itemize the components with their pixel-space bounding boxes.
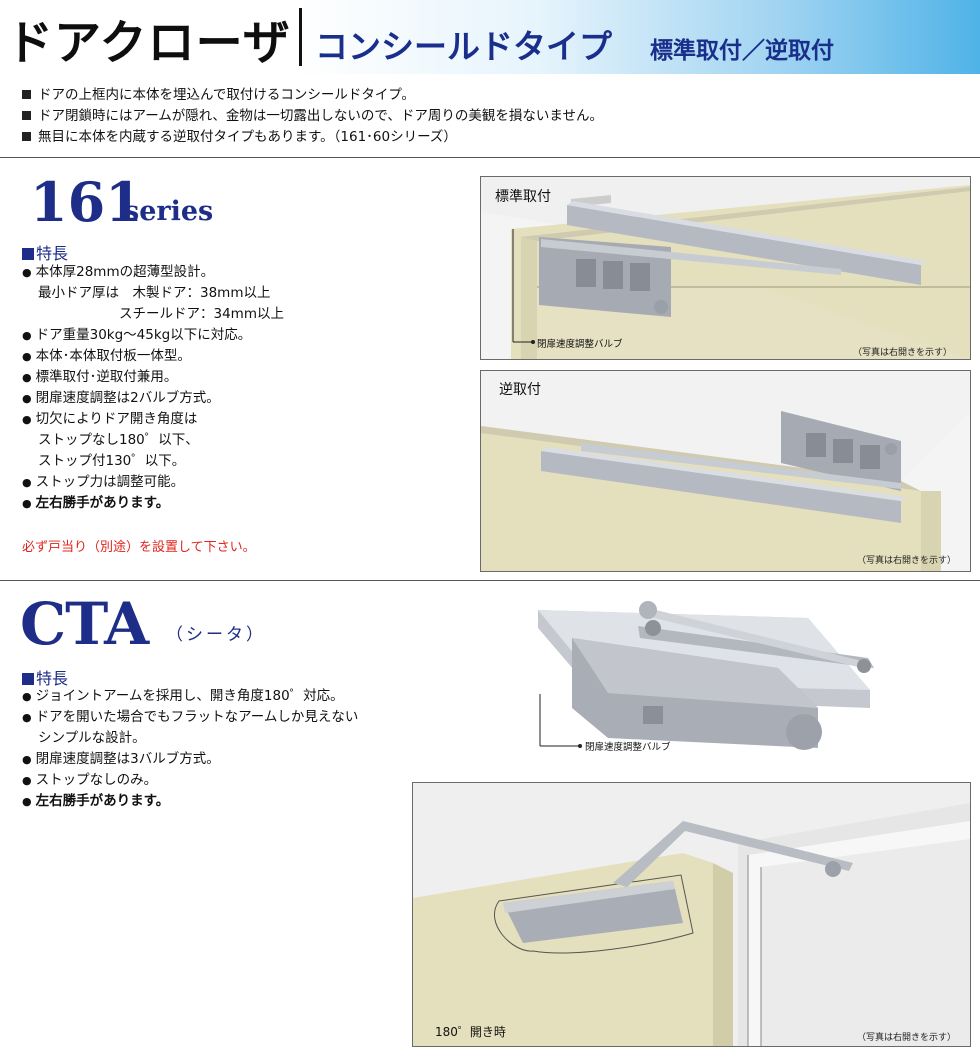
section-divider xyxy=(0,580,980,581)
doorstop-warning: 必ず戸当り（別途）を設置して下さい。 xyxy=(22,540,256,555)
cta-series-name: CTA xyxy=(20,590,149,658)
feature-item: 本体厚28mmの超薄型設計。 xyxy=(22,262,284,283)
page-header: ドアクローザ コンシールドタイプ 標準取付／逆取付 xyxy=(0,0,980,74)
square-bullet-icon xyxy=(22,111,31,120)
feature-item: 閉扉速度調整は3バルブ方式。 xyxy=(22,749,358,770)
feature-item: 本体･本体取付板一体型。 xyxy=(22,346,284,367)
intro-item: 無目に本体を内蔵する逆取付タイプもあります。（161･60シリーズ） xyxy=(22,127,603,148)
series-161-features: 本体厚28mmの超薄型設計。 最小ドア厚は 木製ドア：38mm以上 スチールドア… xyxy=(22,262,284,514)
feature-item: ドアを開いた場合でもフラットなアームしか見えない xyxy=(22,707,359,728)
feature-item: ストップなし180゜以下、 xyxy=(38,432,199,448)
series-161-features-heading: 特長 xyxy=(22,240,68,264)
page-title: ドアクローザ xyxy=(6,16,291,71)
cta-features: ジョイントアームを採用し、開き角度180゜対応。 ドアを開いた場合でもフラットな… xyxy=(22,686,359,812)
right-hand-note: （写真は右開きを示す） xyxy=(857,1033,957,1043)
standard-mount-panel: 標準取付 閉扉速度調整バルブ （写真は右開きを示す） xyxy=(480,176,971,360)
square-bullet-icon xyxy=(22,90,31,99)
cta-product-photo: 閉扉速度調整バルブ xyxy=(528,598,890,758)
square-bullet-icon xyxy=(22,132,31,141)
intro-list: ドアの上框内に本体を埋込んで取付けるコンシールドタイプ。 ドア閉鎖時にはアームが… xyxy=(22,85,603,148)
feature-item: ストップ付130゜以下。 xyxy=(38,453,186,469)
feature-item: 左右勝手があります。 xyxy=(22,791,358,812)
feature-item: 標準取付･逆取付兼用。 xyxy=(22,367,284,388)
reverse-mount-illustration xyxy=(481,371,970,571)
open-180-label: 180゜開き時 xyxy=(435,1025,506,1039)
page-subtitle-mount: 標準取付／逆取付 xyxy=(650,38,834,64)
section-divider xyxy=(0,157,980,158)
right-hand-note: （写真は右開きを示す） xyxy=(853,348,953,358)
header-divider xyxy=(299,8,302,66)
intro-item: ドアの上框内に本体を埋込んで取付けるコンシールドタイプ。 xyxy=(22,85,603,106)
square-icon xyxy=(22,248,34,260)
cta-open-panel: 180゜開き時 （写真は右開きを示す） xyxy=(412,782,971,1047)
feature-item: 切欠によりドア開き角度は xyxy=(22,409,284,430)
feature-item: 左右勝手があります。 xyxy=(22,493,284,514)
closing-speed-valve-label: 閉扉速度調整バルブ xyxy=(585,742,671,753)
cta-features-heading: 特長 xyxy=(22,665,68,689)
feature-item: ジョイントアームを採用し、開き角度180゜対応。 xyxy=(22,686,358,707)
series-161-number: 161 xyxy=(30,170,143,234)
feature-item: ストップ力は調整可能。 xyxy=(22,472,284,493)
feature-item: シンプルな設計。 xyxy=(38,730,146,746)
right-hand-note: （写真は右開きを示す） xyxy=(857,556,957,566)
cta-open-illustration xyxy=(413,783,970,1046)
reverse-mount-panel: 逆取付 （写真は右開きを示す） xyxy=(480,370,971,572)
standard-mount-illustration xyxy=(481,177,970,359)
reverse-mount-label: 逆取付 xyxy=(499,382,541,398)
feature-item: スチールドア：34mm以上 xyxy=(38,306,284,322)
standard-mount-label: 標準取付 xyxy=(495,189,551,205)
feature-item: 最小ドア厚は 木製ドア：38mm以上 xyxy=(38,285,271,301)
closing-speed-valve-label: 閉扉速度調整バルブ xyxy=(537,339,623,350)
cta-series-kana: （シータ） xyxy=(166,625,266,645)
feature-item: ドア重量30kg～45kg以下に対応。 xyxy=(22,325,284,346)
intro-item: ドア閉鎖時にはアームが隠れ、金物は一切露出しないので、ドア周りの美観を損ないませ… xyxy=(22,106,603,127)
feature-item: ストップなしのみ。 xyxy=(22,770,358,791)
series-161-word: series xyxy=(124,196,214,227)
square-icon xyxy=(22,673,34,685)
feature-item: 閉扉速度調整は2バルブ方式。 xyxy=(22,388,284,409)
cta-closer-illustration xyxy=(538,601,874,750)
page-subtitle: コンシールドタイプ xyxy=(315,27,612,66)
